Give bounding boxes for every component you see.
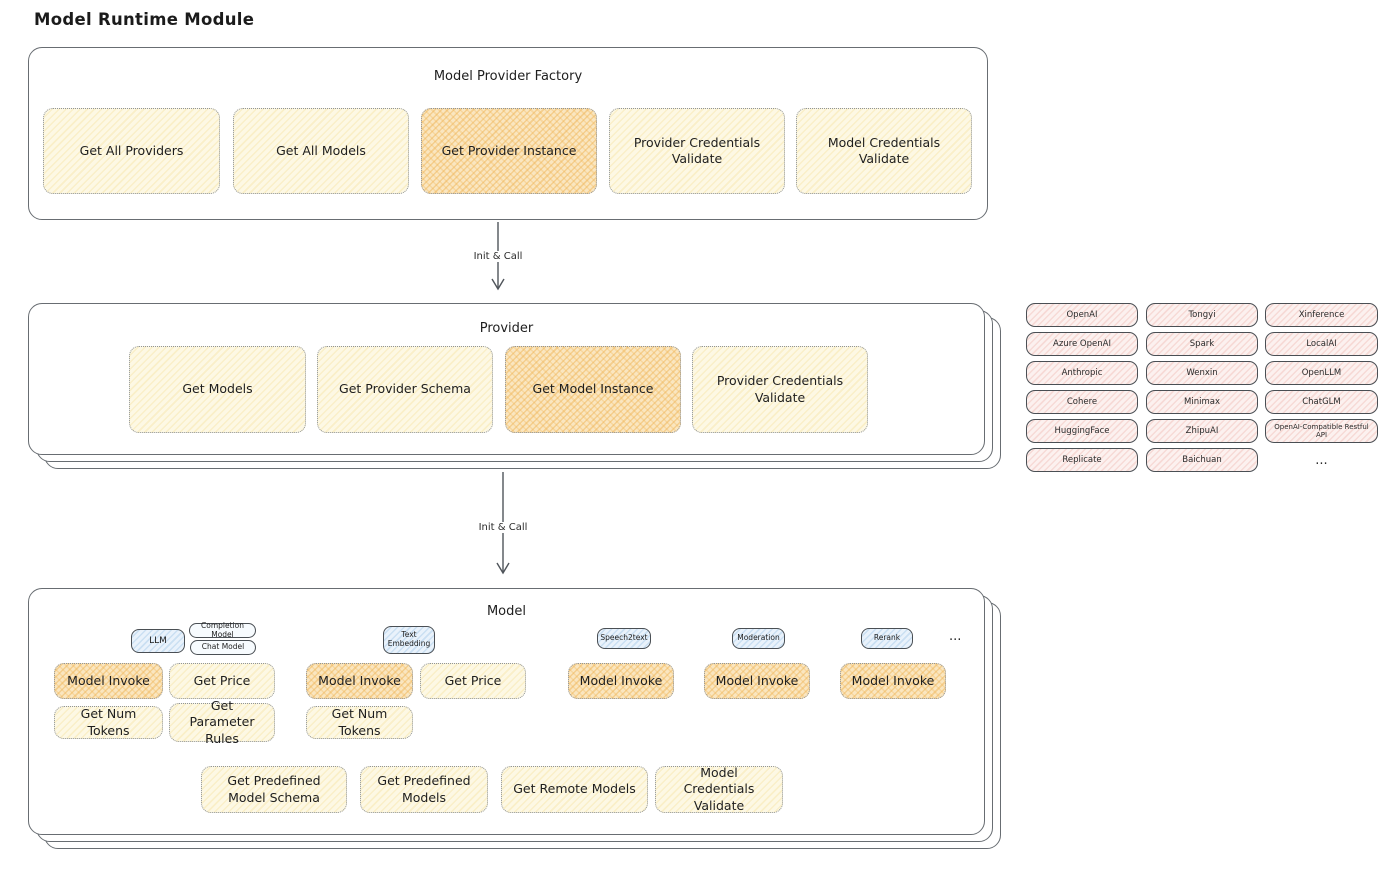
get-price-node-embedding: Get Price (420, 663, 526, 699)
chat-model-badge: Chat Model (190, 640, 256, 655)
model-invoke-node-llm: Model Invoke (54, 663, 163, 699)
completion-model-badge: Completion Model (189, 621, 256, 638)
get-models-node: Get Models (129, 346, 306, 433)
provider-chip-tongyi: Tongyi (1146, 303, 1258, 327)
rerank-badge: Rerank (861, 628, 913, 649)
provider-chip-cohere: Cohere (1026, 390, 1138, 414)
provider-chip-ellipsis: ... (1315, 452, 1328, 468)
provider-panel-sheet: Provider Get Models Get Provider Schema … (28, 303, 985, 455)
factory-panel: Model Provider Factory Get All Providers… (28, 47, 988, 220)
provider-chip-openllm: OpenLLM (1265, 361, 1378, 385)
factory-panel-title: Model Provider Factory (433, 69, 583, 84)
speech2text-badge: Speech2text (597, 628, 651, 649)
init-call-label-1: Init & Call (469, 251, 527, 262)
init-call-label-2: Init & Call (474, 522, 532, 533)
model-invoke-node-embedding: Model Invoke (306, 663, 413, 699)
get-predefined-model-schema-node: Get Predefined Model Schema (201, 766, 347, 813)
model-panel-title: Model (486, 604, 527, 619)
model-credentials-validate-node-2: Model Credentials Validate (655, 765, 783, 813)
model-invoke-node-moderation: Model Invoke (704, 663, 810, 699)
model-credentials-validate-node: Model Credentials Validate (796, 108, 972, 194)
provider-panel-stack: Provider Get Models Get Provider Schema … (28, 303, 1001, 469)
llm-badge: LLM (131, 629, 185, 653)
factory-panel-sheet: Model Provider Factory Get All Providers… (28, 47, 988, 220)
provider-chip-baichuan: Baichuan (1146, 448, 1258, 472)
provider-credentials-validate-node-2: Provider Credentials Validate (692, 346, 868, 433)
provider-chip-column-1: OpenAI Azure OpenAI Anthropic Cohere Hug… (1026, 303, 1138, 472)
get-provider-schema-node: Get Provider Schema (317, 346, 493, 433)
provider-chip-azure-openai: Azure OpenAI (1026, 332, 1138, 356)
text-embedding-badge: Text Embedding (383, 626, 435, 654)
get-provider-instance-node: Get Provider Instance (421, 108, 597, 194)
provider-credentials-validate-node: Provider Credentials Validate (609, 108, 785, 194)
get-num-tokens-node-llm: Get Num Tokens (54, 706, 163, 739)
provider-chip-huggingface: HuggingFace (1026, 419, 1138, 443)
provider-chip-wenxin: Wenxin (1146, 361, 1258, 385)
get-all-providers-node: Get All Providers (43, 108, 220, 194)
model-invoke-node-speech2text: Model Invoke (568, 663, 674, 699)
page-title: Model Runtime Module (34, 10, 255, 29)
moderation-badge: Moderation (732, 628, 785, 649)
model-panel-sheet: Model LLM Completion Model Chat Model Te… (28, 588, 985, 835)
provider-chip-column-3: Xinference LocalAI OpenLLM ChatGLM OpenA… (1265, 303, 1378, 472)
get-all-models-node: Get All Models (233, 108, 409, 194)
model-types-ellipsis: ... (949, 629, 962, 644)
provider-chip-chatglm: ChatGLM (1265, 390, 1378, 414)
model-panel-stack: Model LLM Completion Model Chat Model Te… (28, 588, 1001, 849)
model-invoke-node-rerank: Model Invoke (840, 663, 946, 699)
provider-chip-xinference: Xinference (1265, 303, 1378, 327)
provider-chip-openai: OpenAI (1026, 303, 1138, 327)
provider-panel-title: Provider (479, 321, 534, 336)
get-parameter-rules-node: Get Parameter Rules (169, 698, 275, 746)
provider-chip-replicate: Replicate (1026, 448, 1138, 472)
get-price-node-llm: Get Price (169, 663, 275, 699)
provider-chip-spark: Spark (1146, 332, 1258, 356)
provider-chip-openai-compatible: OpenAI-Compatible Restful API (1265, 419, 1378, 443)
provider-chip-column-2: Tongyi Spark Wenxin Minimax ZhipuAI Baic… (1146, 303, 1258, 472)
provider-chip-minimax: Minimax (1146, 390, 1258, 414)
provider-chip-zhipuai: ZhipuAI (1146, 419, 1258, 443)
get-num-tokens-node-embedding: Get Num Tokens (306, 706, 413, 739)
provider-chip-localai: LocalAI (1265, 332, 1378, 356)
get-predefined-models-node: Get Predefined Models (360, 766, 488, 813)
provider-chip-anthropic: Anthropic (1026, 361, 1138, 385)
get-remote-models-node: Get Remote Models (501, 766, 648, 813)
get-model-instance-node: Get Model Instance (505, 346, 681, 433)
